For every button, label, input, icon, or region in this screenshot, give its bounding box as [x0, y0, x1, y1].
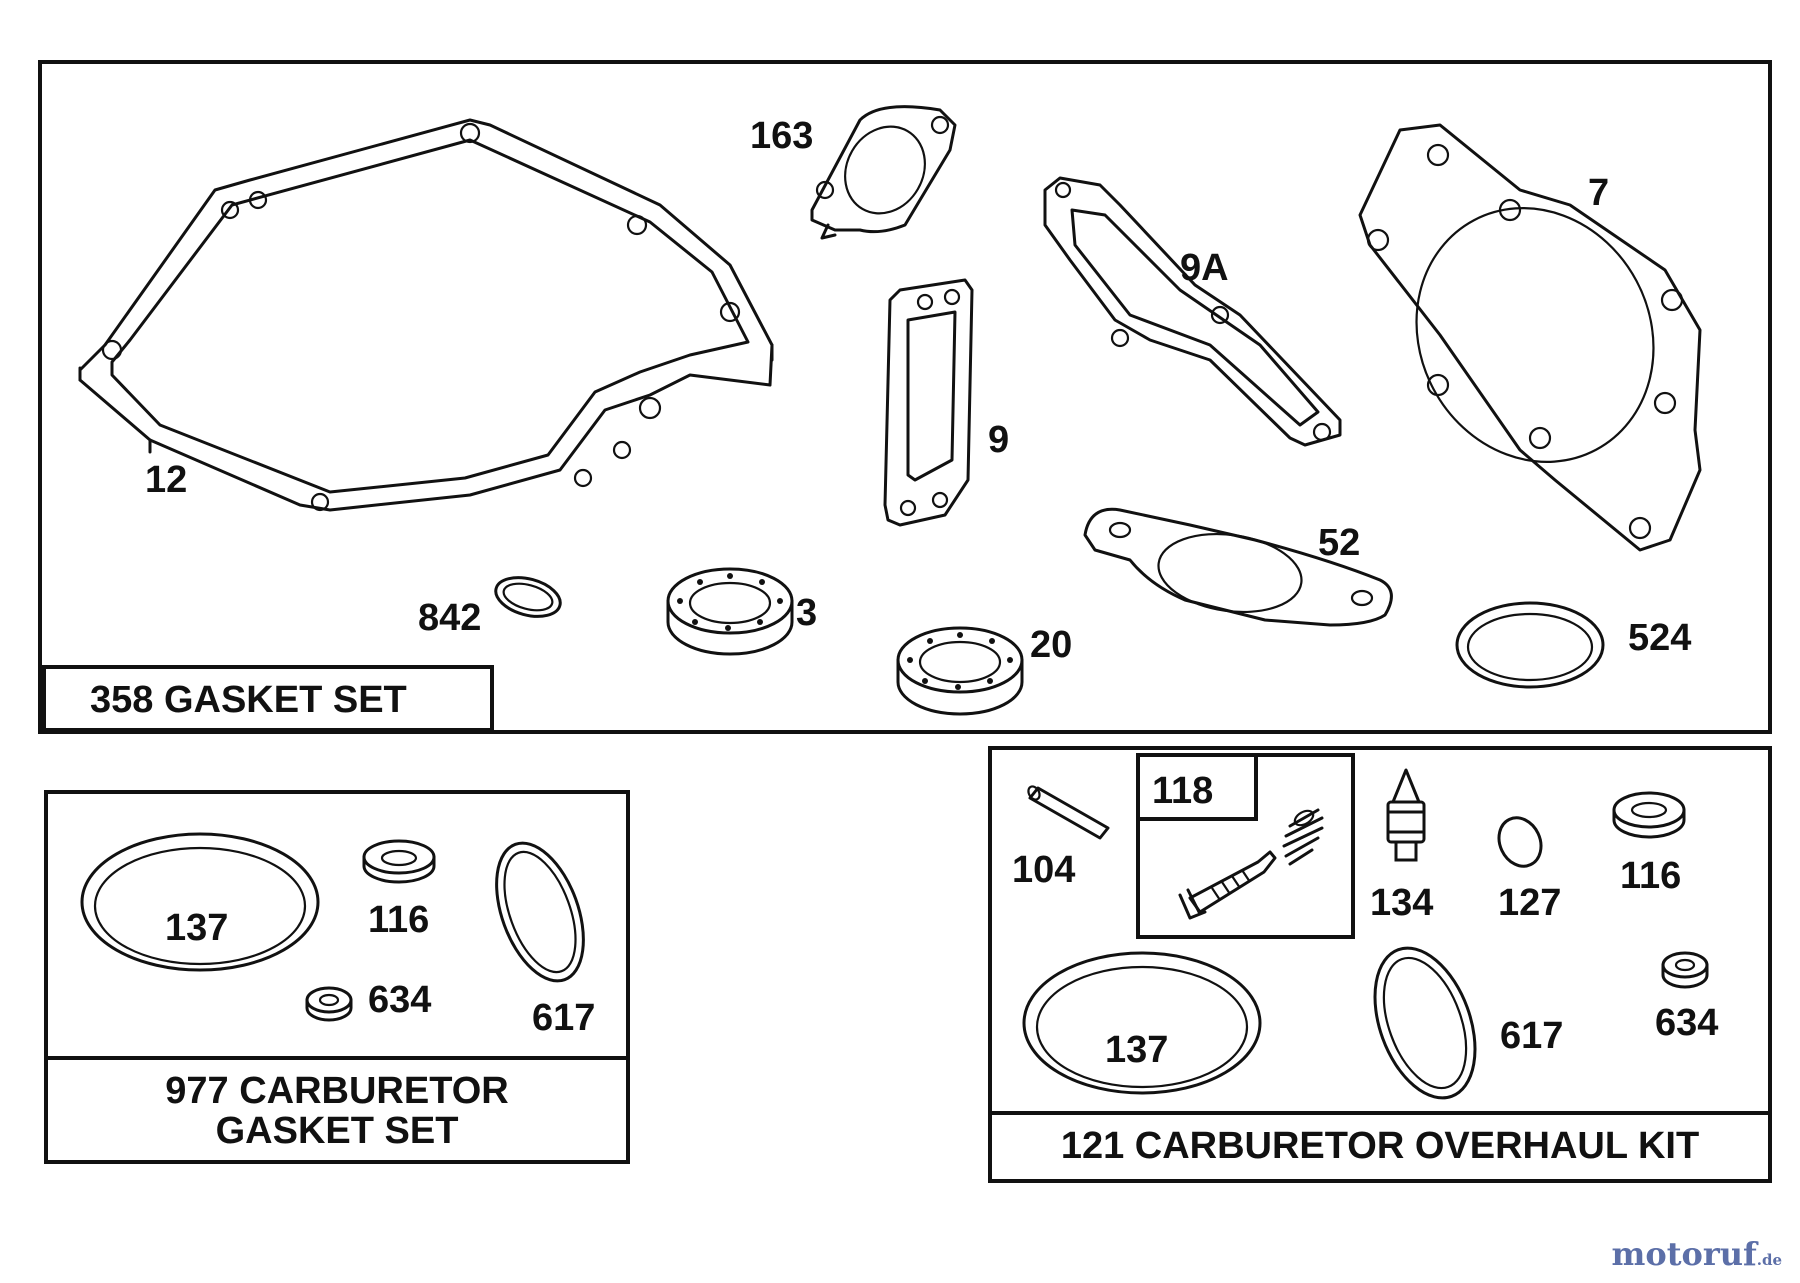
- part-104-pin: [1027, 785, 1110, 840]
- callout-137-kit: 137: [1105, 1029, 1168, 1071]
- overhaul-kit-title: 121 CARBURETOR OVERHAUL KIT: [1061, 1125, 1699, 1167]
- carb-gasket-set-title-line1: 977 CARBURETOR: [165, 1070, 508, 1112]
- callout-116: 116: [368, 899, 429, 941]
- part-617-ring: [495, 841, 585, 983]
- callout-12: 12: [145, 459, 187, 501]
- part-634-washer: [305, 986, 353, 1022]
- part-52-gasket: [1083, 507, 1393, 627]
- part-12-crankcase-gasket: [78, 118, 774, 512]
- part-634-washer-kit: [1661, 951, 1709, 989]
- part-9a-gasket: [1043, 176, 1342, 447]
- subkit-118-box: 118: [1136, 753, 1355, 939]
- part-3-seal: [666, 567, 794, 656]
- callout-524: 524: [1628, 617, 1691, 659]
- callout-104: 104: [1012, 849, 1075, 891]
- part-842-ring: [494, 576, 562, 618]
- part-137-ring-kit: [1022, 951, 1262, 1095]
- callout-52: 52: [1318, 522, 1360, 564]
- subkit-118-label: 118: [1152, 770, 1213, 812]
- callout-634: 634: [368, 979, 431, 1021]
- part-needle-screw: [1178, 850, 1277, 920]
- part-116-washer-kit: [1612, 791, 1686, 839]
- callout-617-kit: 617: [1500, 1015, 1563, 1057]
- callout-9: 9: [988, 419, 1009, 461]
- callout-134: 134: [1370, 882, 1433, 924]
- carb-gasket-set-panel: 977 CARBURETOR GASKET SET 137 116 634 61…: [44, 790, 630, 1164]
- part-spring: [1282, 808, 1324, 866]
- callout-163: 163: [750, 115, 813, 157]
- part-524-ring: [1455, 601, 1605, 689]
- watermark-logo: motoruf.de: [1612, 1235, 1782, 1273]
- callout-3: 3: [796, 592, 817, 634]
- part-617-ring-kit: [1373, 946, 1477, 1100]
- part-137-ring: [80, 832, 320, 972]
- callout-137: 137: [165, 907, 228, 949]
- callout-20: 20: [1030, 624, 1072, 666]
- part-127-plug: [1497, 816, 1543, 868]
- part-163-gasket: [810, 105, 957, 240]
- part-20-seal: [896, 626, 1024, 716]
- callout-127: 127: [1498, 882, 1561, 924]
- carb-gasket-set-title-line2: GASKET SET: [216, 1110, 459, 1152]
- gasket-set-panel: 358 GASKET SET: [38, 60, 1772, 734]
- part-116-washer: [362, 839, 436, 884]
- watermark-tld: .de: [1756, 1251, 1782, 1269]
- part-134-needle: [1386, 768, 1426, 862]
- part-7-head-gasket: [1358, 123, 1702, 552]
- callout-7: 7: [1588, 172, 1609, 214]
- overhaul-kit-panel: 121 CARBURETOR OVERHAUL KIT 118: [988, 746, 1772, 1183]
- callout-116-kit: 116: [1620, 855, 1681, 897]
- watermark-text: motoruf: [1611, 1235, 1757, 1273]
- callout-634-kit: 634: [1655, 1002, 1718, 1044]
- callout-617: 617: [532, 997, 595, 1039]
- gasket-set-title: 358 GASKET SET: [90, 679, 407, 721]
- callout-9a: 9A: [1180, 247, 1229, 289]
- part-9-gasket: [883, 278, 974, 527]
- callout-842: 842: [418, 597, 481, 639]
